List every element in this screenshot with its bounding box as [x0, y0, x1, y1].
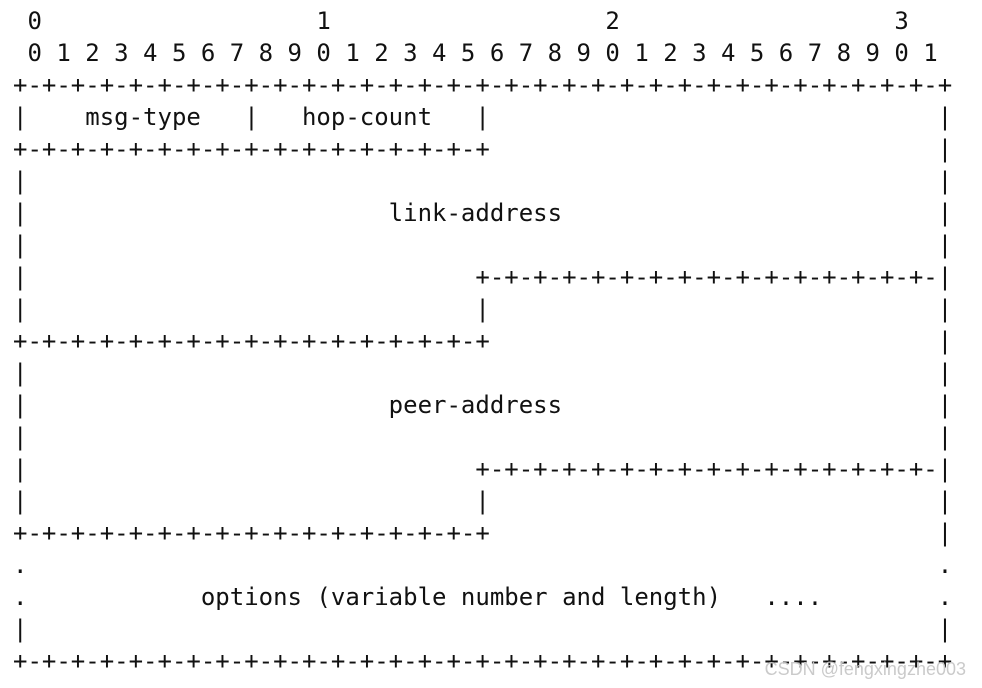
peer-address-split-row: | +-+-+-+-+-+-+-+-+-+-+-+-+-+-+-+-| — [13, 455, 953, 483]
link-address-split-row: | +-+-+-+-+-+-+-+-+-+-+-+-+-+-+-+-| — [13, 263, 953, 291]
bit-tens-ruler: 0 1 2 3 — [13, 7, 909, 35]
link-address-label-row: | link-address | — [13, 199, 953, 227]
options-label-row: . options (variable number and length) .… — [13, 583, 953, 611]
field-separator: +-+-+-+-+-+-+-+-+-+-+-+-+-+-+-+-+ | — [13, 519, 953, 547]
options-row: | | — [13, 615, 953, 643]
top-border: +-+-+-+-+-+-+-+-+-+-+-+-+-+-+-+-+-+-+-+-… — [13, 71, 953, 99]
msg-type-hop-count-row: | msg-type | hop-count | | — [13, 103, 953, 131]
bit-units-ruler: 0 1 2 3 4 5 6 7 8 9 0 1 2 3 4 5 6 7 8 9 … — [13, 39, 938, 67]
bottom-border: +-+-+-+-+-+-+-+-+-+-+-+-+-+-+-+-+-+-+-+-… — [13, 647, 953, 675]
peer-address-row: | | | — [13, 487, 953, 515]
field-separator: +-+-+-+-+-+-+-+-+-+-+-+-+-+-+-+-+ | — [13, 135, 953, 163]
options-row: . . — [13, 551, 953, 579]
packet-format-diagram: 0 1 2 3 0 1 2 3 4 5 6 7 8 9 0 1 2 3 4 5 … — [13, 5, 952, 677]
peer-address-label-row: | peer-address | — [13, 391, 953, 419]
link-address-row: | | | — [13, 295, 953, 323]
peer-address-row: | | — [13, 359, 953, 387]
watermark: CSDN @fengxingzhe003 — [764, 659, 966, 679]
link-address-row: | | — [13, 231, 953, 259]
link-address-row: | | — [13, 167, 953, 195]
field-separator: +-+-+-+-+-+-+-+-+-+-+-+-+-+-+-+-+ | — [13, 327, 953, 355]
peer-address-row: | | — [13, 423, 953, 451]
